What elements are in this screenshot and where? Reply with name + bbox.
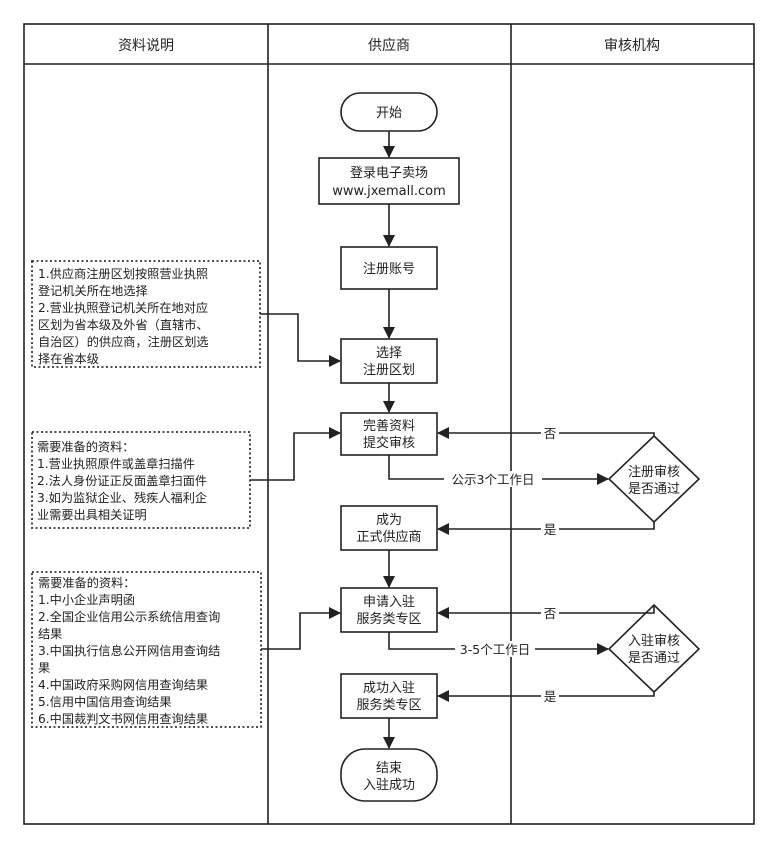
- note-region-line1: 1.供应商注册区划按照营业执照: [38, 266, 208, 281]
- note-registration-line2: 1.营业执照原件或盖章扫描件: [37, 456, 195, 471]
- edge-label-no-entry: 否: [544, 606, 557, 621]
- note-entry-line5: 3.中国执行信息公开网信用查询结: [38, 643, 220, 658]
- login-label-line1: 登录电子卖场: [350, 166, 428, 181]
- note-region-line6: 择在省本级: [38, 352, 99, 366]
- note-registration-line5: 业需要出具相关证明: [37, 508, 147, 522]
- note-entry-line7: 4.中国政府采购网信用查询结果: [38, 677, 208, 692]
- register-label: 注册账号: [363, 262, 415, 277]
- register-node: [340, 246, 438, 290]
- edge-note-region: [260, 313, 341, 367]
- note-region-line2: 登记机关所在地选择: [38, 283, 148, 298]
- note-entry-line8: 5.信用中国信用查询结果: [38, 694, 172, 709]
- login-label-line2: www.jxemall.com: [332, 184, 446, 199]
- complete-info-label-line1: 完善资料: [363, 418, 415, 434]
- entry-success-label-line2: 服务类专区: [356, 697, 421, 713]
- edge-review-reject: [437, 427, 655, 439]
- note-entry-line6: 果: [38, 661, 50, 675]
- become-supplier-node: [340, 505, 438, 551]
- edge-label-no-registration: 否: [544, 426, 557, 441]
- edge-label-publicize-3-days: 公示3个工作日: [452, 472, 535, 487]
- swimlane-frame: [23, 23, 755, 825]
- apply-entry-label-line1: 申请入驻: [363, 595, 415, 610]
- edge-label-yes-entry: 是: [544, 689, 557, 704]
- edge-note-registration: [250, 427, 341, 481]
- note-region-line4: 区划为省本级及外省（直辖市、: [38, 317, 209, 332]
- entry-review-label-line2: 是否通过: [628, 651, 680, 666]
- entry-success-node: [340, 673, 438, 719]
- end-label-line2: 入驻成功: [363, 778, 415, 793]
- edge-label-3-5-days: 3-5个工作日: [460, 642, 530, 657]
- note-entry-line1: 需要准备的资料：: [38, 575, 136, 590]
- note-entry-line3: 2.全国企业信用公示系统信用查询: [38, 609, 220, 624]
- registration-review-label-line1: 注册审核: [628, 465, 680, 480]
- lane-title-supplier: 供应商: [368, 37, 410, 54]
- end-node: [340, 748, 438, 802]
- note-entry-line9: 6.中国裁判文书网信用查询结果: [38, 711, 208, 726]
- entry-success-label-line1: 成功入驻: [363, 681, 415, 696]
- note-registration-line1: 需要准备的资料：: [37, 439, 135, 454]
- select-region-label-line1: 选择: [376, 346, 402, 361]
- start-label: 开始: [376, 106, 402, 121]
- entry-review-label-line1: 入驻审核: [628, 634, 680, 649]
- edge-note-entry: [261, 607, 341, 650]
- note-entry-line4: 结果: [38, 627, 62, 641]
- edge-review-approve: [437, 522, 655, 535]
- swimlane-border: [23, 23, 755, 825]
- note-entry-line2: 1.中小企业声明函: [38, 592, 135, 607]
- become-supplier-label-line2: 正式供应商: [356, 529, 421, 545]
- apply-entry-label-line2: 服务类专区: [356, 611, 421, 627]
- edge-label-yes-registration: 是: [544, 522, 557, 537]
- become-supplier-label-line1: 成为: [376, 513, 402, 528]
- lane-title-reviewer: 审核机构: [604, 38, 660, 54]
- note-region-line3: 2.营业执照登记机关所在地对应: [38, 300, 208, 315]
- select-region-label-line2: 注册区划: [363, 363, 415, 378]
- end-label-line1: 结束: [376, 761, 402, 776]
- complete-info-label-line2: 提交审核: [363, 435, 415, 451]
- edge-entry-reject: [437, 605, 655, 619]
- login-node: [318, 157, 460, 205]
- note-registration-line3: 2.法人身份证正反面盖章扫面件: [37, 473, 207, 488]
- edge-entry-approve: [437, 690, 655, 702]
- note-registration-line4: 3.如为监狱企业、残疾人福利企: [37, 490, 207, 505]
- registration-review-label-line2: 是否通过: [628, 482, 680, 497]
- apply-entry-node: [340, 587, 438, 633]
- note-region-line5: 自治区）的供应商，注册区划选: [38, 334, 209, 349]
- lane-title-materials: 资料说明: [118, 38, 174, 54]
